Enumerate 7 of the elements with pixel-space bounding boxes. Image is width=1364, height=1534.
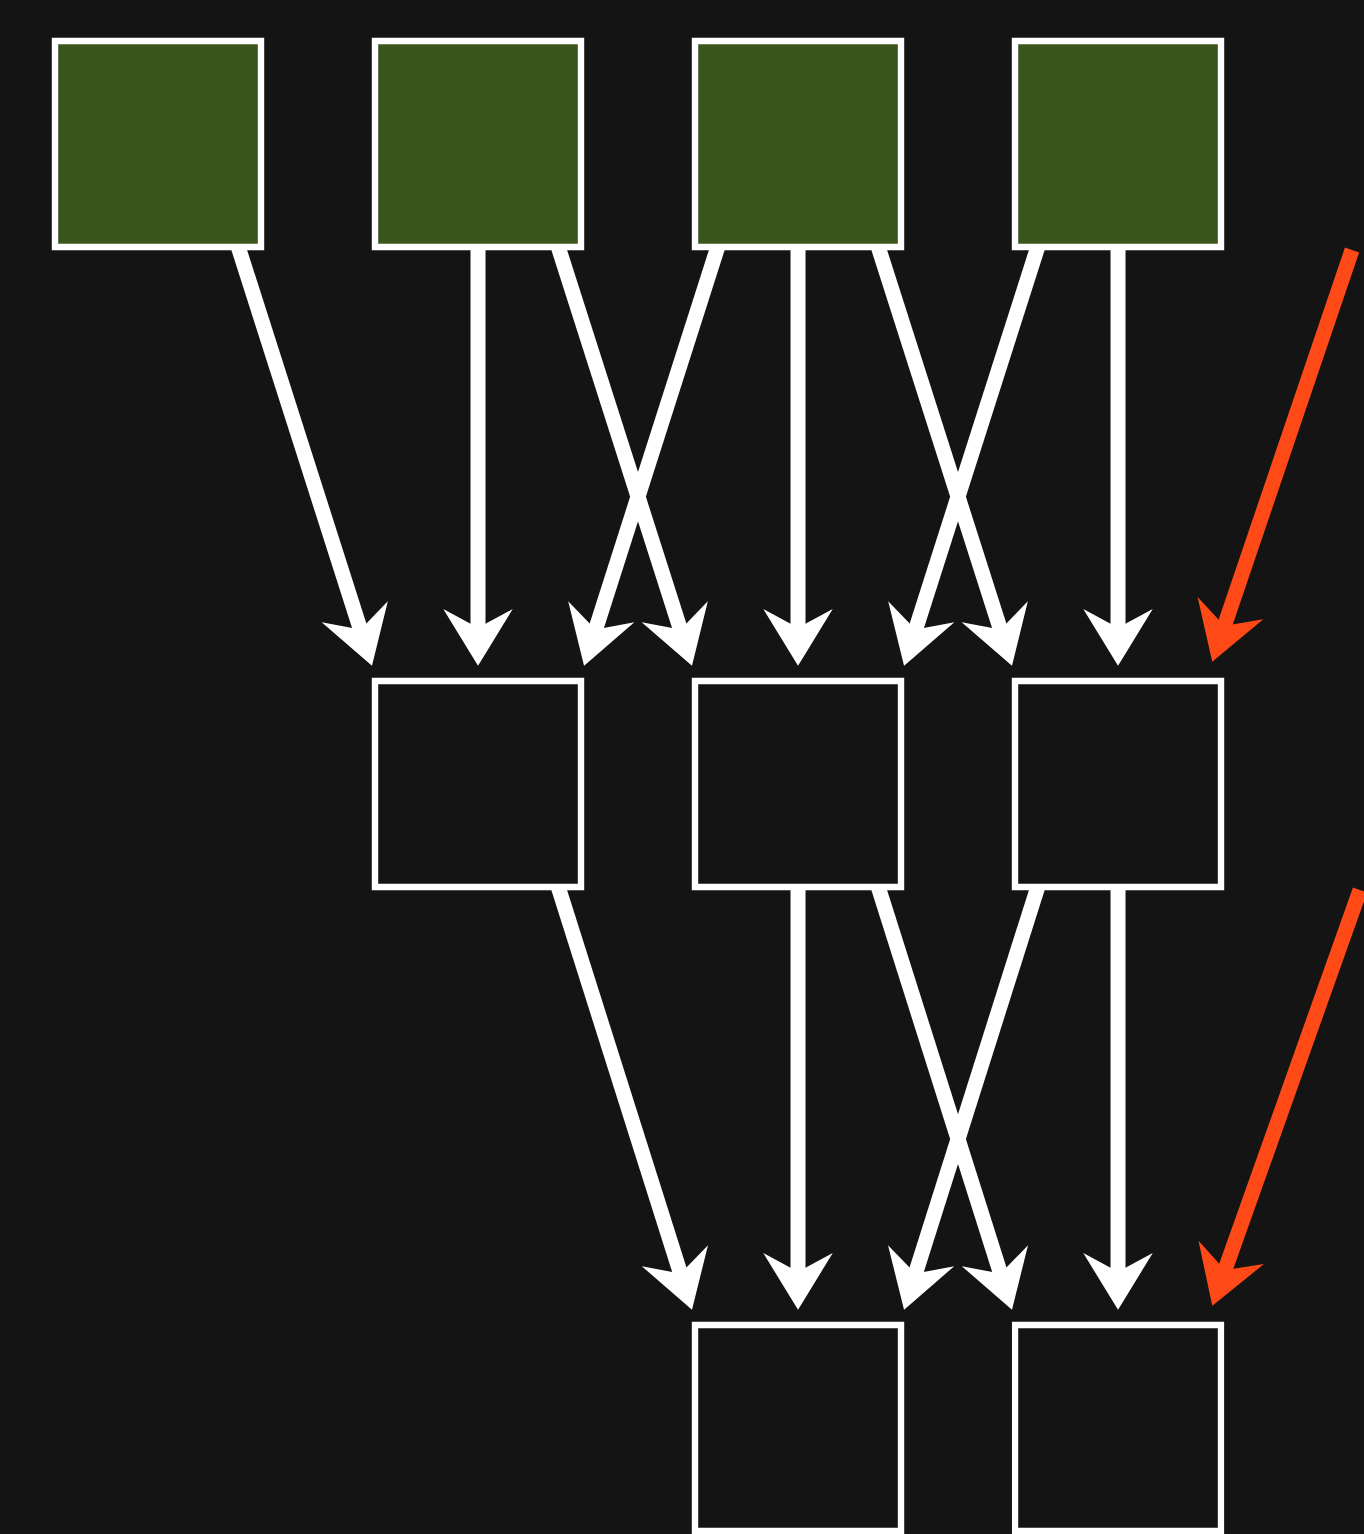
square-box	[1011, 677, 1225, 891]
square-box	[1011, 37, 1225, 251]
square-box	[691, 37, 905, 251]
square-box	[691, 677, 905, 891]
square-box	[371, 37, 585, 251]
square-box	[51, 37, 265, 251]
square-box	[371, 677, 585, 891]
